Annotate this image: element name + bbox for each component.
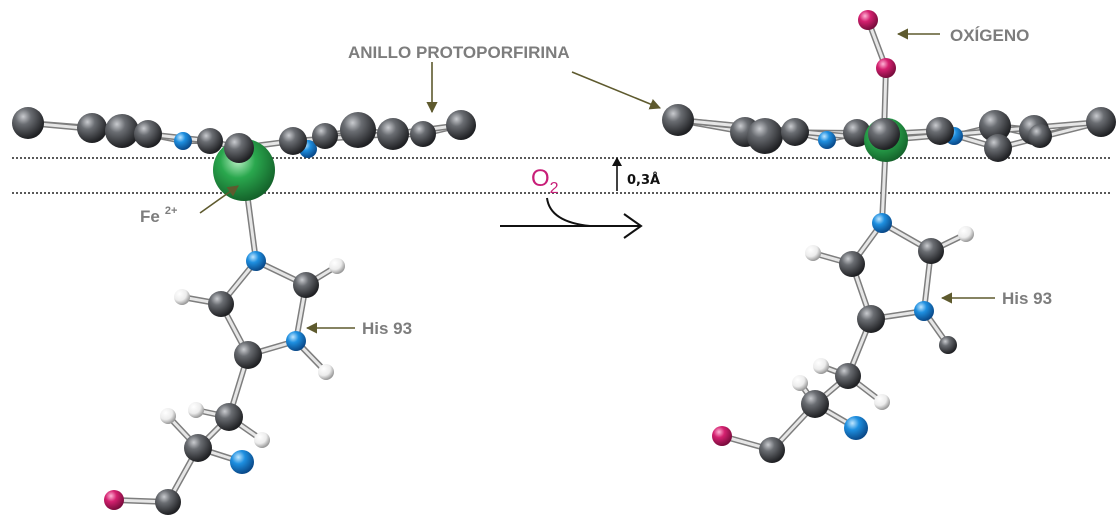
carbon-atom (410, 121, 436, 147)
carbon-atom (279, 127, 307, 155)
oxygen-atom (712, 426, 732, 446)
carbon-atom (979, 110, 1011, 142)
hydrogen-atom (813, 358, 829, 374)
deoxy-heme-molecule (12, 107, 476, 515)
nitrogen-atom (914, 301, 934, 321)
nitrogen-atom (246, 251, 266, 271)
hydrogen-atom (254, 432, 270, 448)
hydrogen-atom (805, 245, 821, 261)
hydrogen-atom (188, 402, 204, 418)
carbon-atom (155, 489, 181, 515)
carbon-atom (1028, 124, 1052, 148)
nitrogen-atom (230, 450, 254, 474)
his93-left-label: His 93 (362, 319, 412, 338)
o2-label: O2 (531, 165, 559, 197)
hydrogen-atom (958, 226, 974, 242)
carbon-atom (197, 128, 223, 154)
his93-right-label: His 93 (1002, 289, 1052, 308)
pointer-arrows (199, 28, 995, 334)
hydrogen-atom (318, 364, 334, 380)
carbon-atom (781, 118, 809, 146)
carbon-atom (747, 118, 783, 154)
carbon-atom (134, 120, 162, 148)
carbon-atom (377, 118, 409, 150)
carbon-atom (939, 336, 957, 354)
oxygen-atom (104, 490, 124, 510)
carbon-atom (12, 107, 44, 139)
o2-binding-curve (546, 197, 591, 227)
carbon-atom (312, 123, 338, 149)
carbon-atom (1086, 107, 1116, 137)
carbon-atom (215, 403, 243, 431)
nitrogen-atom (286, 331, 306, 351)
hydrogen-atom (329, 258, 345, 274)
carbon-atom (208, 291, 234, 317)
ring-pointer-right (571, 71, 662, 110)
carbon-atom (224, 133, 254, 163)
oxygen-atom (876, 58, 896, 78)
shift-arrow (612, 157, 622, 191)
carbon-atom (918, 238, 944, 264)
hydrogen-atom (874, 394, 890, 410)
nitrogen-atom (844, 416, 868, 440)
carbon-atom (839, 251, 865, 277)
shift-distance-label: 0,3Å (627, 172, 660, 188)
oxy-heme-molecule (662, 10, 1116, 463)
carbon-atom (446, 110, 476, 140)
nitrogen-atom (174, 132, 192, 150)
nitrogen-atom (872, 213, 892, 233)
carbon-atom (759, 437, 785, 463)
carbon-atom (801, 390, 829, 418)
carbon-atom (293, 272, 319, 298)
carbon-atom (926, 117, 954, 145)
oxygen-label: OXÍGENO (950, 26, 1029, 45)
carbon-atom (77, 113, 107, 143)
hydrogen-atom (174, 289, 190, 305)
oxygen-atom (858, 10, 878, 30)
carbon-atom (662, 104, 694, 136)
carbon-atom (868, 118, 900, 150)
reaction-arrow (500, 197, 643, 239)
carbon-atom (340, 112, 376, 148)
carbon-atom (105, 114, 139, 148)
protoporphyrin-ring-label: ANILLO PROTOPORFIRINA (348, 43, 570, 62)
iron-pointer (199, 185, 239, 214)
nitrogen-atom (818, 131, 836, 149)
hydrogen-atom (160, 408, 176, 424)
carbon-atom (984, 134, 1012, 162)
carbon-atom (835, 363, 861, 389)
carbon-atom (234, 341, 262, 369)
hydrogen-atom (792, 375, 808, 391)
carbon-atom (857, 305, 885, 333)
carbon-atom (184, 434, 212, 462)
